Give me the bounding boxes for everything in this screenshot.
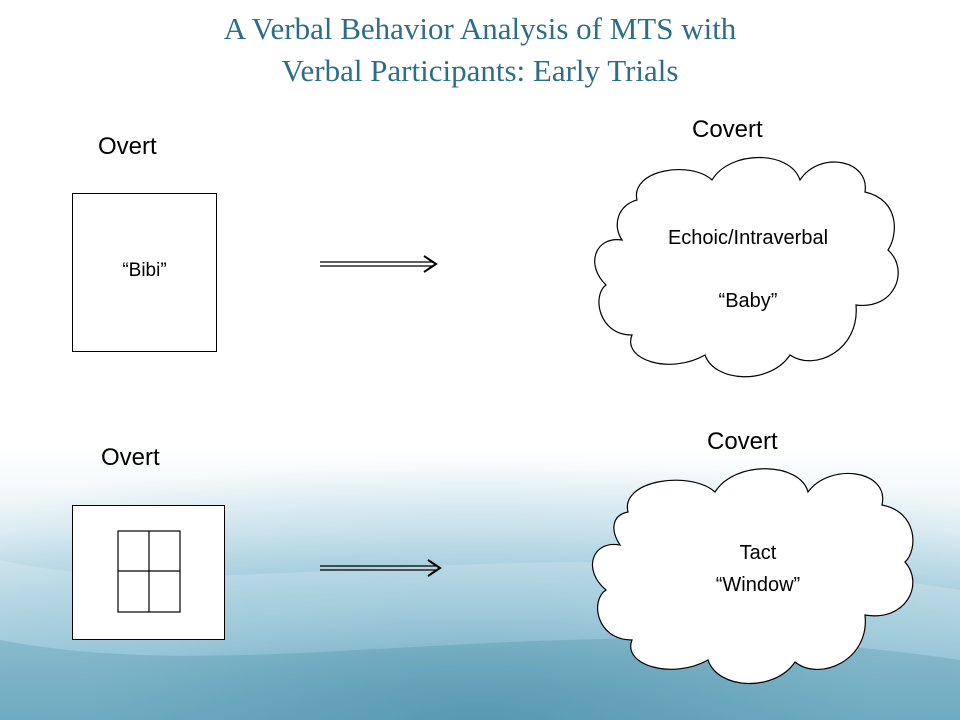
- thought-cloud-row2: [591, 468, 914, 685]
- title-line-2: Verbal Participants: Early Trials: [281, 53, 679, 88]
- covert-label-1: Covert: [692, 116, 763, 143]
- stimulus-box-bibi: “Bibi”: [72, 193, 217, 352]
- slide-title: A Verbal Behavior Analysis of MTS with V…: [0, 8, 960, 92]
- arrow-row1: [320, 255, 438, 273]
- cloud2-line2: “Window”: [715, 574, 801, 596]
- arrow-row2: [320, 559, 442, 577]
- cloud1-line2: “Baby”: [718, 290, 778, 312]
- cloud1-line1: Echoic/Intraverbal: [667, 227, 829, 249]
- thought-cloud-row1: [594, 156, 899, 378]
- stimulus-text-bibi: “Bibi”: [122, 260, 167, 281]
- title-line-1: A Verbal Behavior Analysis of MTS with: [223, 11, 737, 46]
- overt-label-2: Overt: [101, 444, 160, 471]
- window-icon: [117, 530, 181, 613]
- cloud2-line1: Tact: [739, 542, 777, 564]
- covert-label-2: Covert: [707, 428, 778, 455]
- overt-label-1: Overt: [98, 133, 157, 160]
